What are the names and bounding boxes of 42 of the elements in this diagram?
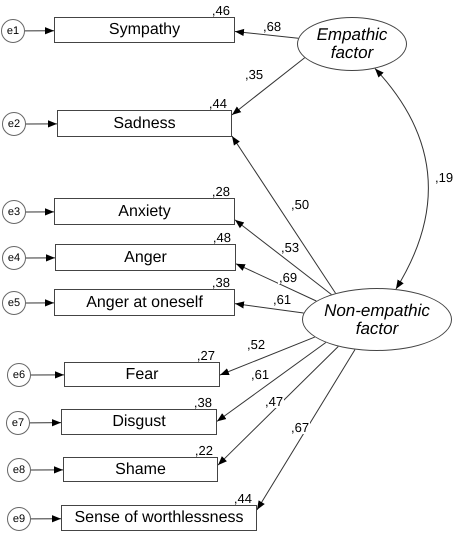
arrow [234,28,299,39]
loading-value: ,44 [234,492,252,505]
loading-value: ,22 [194,444,213,457]
loading-value: ,27 [196,349,215,362]
arrow [30,515,62,522]
edge-label: ,68 [262,20,282,33]
loading-value: ,48 [212,231,231,244]
factor-ellipse: Non-empathic factor [302,288,452,351]
edge-label: ,69 [278,271,298,284]
edge-label: ,19 [434,171,454,184]
arrow [256,349,356,510]
edge-label: ,61 [272,293,292,306]
arrow [218,346,339,466]
arrow [374,68,429,290]
edge-label: ,53 [280,241,300,254]
loading-value: ,38 [194,396,212,409]
arrow [26,208,54,216]
edge-label: ,35 [244,68,264,81]
loading-value: ,44 [208,97,227,110]
edge-label: ,52 [246,338,266,351]
arrow [30,466,64,474]
loading-value: ,28 [212,185,230,198]
arrow [232,57,306,116]
factor-ellipse: Empathic factor [297,17,407,71]
arrow [220,336,316,376]
loading-value: ,38 [212,276,230,289]
edge-label: ,61 [250,368,270,381]
arrow [26,120,58,128]
arrow [216,342,326,422]
arrow [30,419,62,426]
loading-value: ,46 [212,4,230,17]
arrow [234,219,332,295]
arrow [236,263,317,302]
edge-label: ,67 [290,421,310,434]
edge-label: ,47 [264,395,284,408]
arrow [24,27,54,34]
edge-label: ,50 [290,198,310,211]
arrow [234,301,304,314]
arrow [26,254,56,262]
arrow [30,371,64,378]
arrow [232,136,336,294]
arrow [26,299,54,306]
